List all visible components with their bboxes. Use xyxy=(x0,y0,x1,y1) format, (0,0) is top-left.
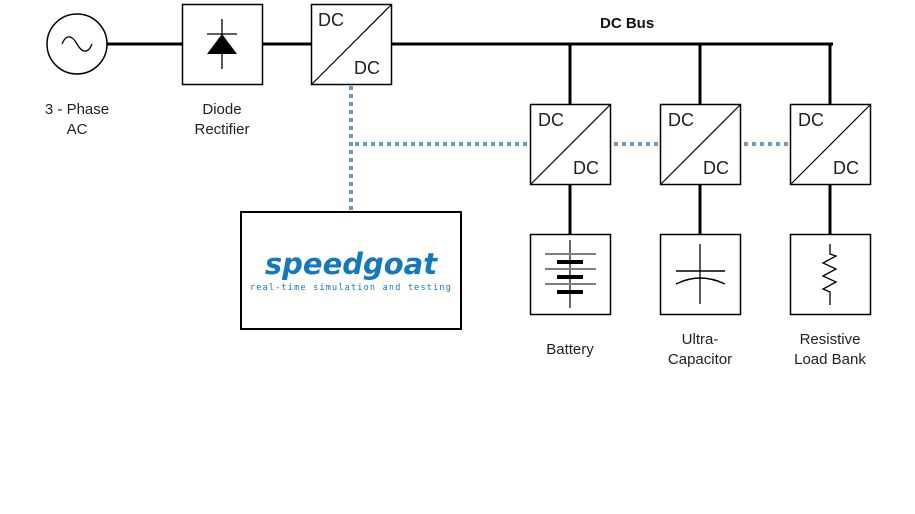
capacitor-converter-box xyxy=(659,103,742,186)
ac-source-label-line2: AC xyxy=(66,121,88,138)
capacitor-converter-output-label: DC xyxy=(703,158,729,178)
battery-label-line1: Battery xyxy=(546,341,594,358)
capacitor-label-line1: Ultra- xyxy=(681,331,719,348)
resistor-label-line1: Resistive xyxy=(799,331,861,348)
capacitor-converter-input-label: DC xyxy=(668,110,694,130)
main-converter-box xyxy=(310,3,393,86)
battery-converter-output-label: DC xyxy=(573,158,599,178)
resistor-icon xyxy=(789,233,872,316)
battery-label: Battery xyxy=(520,340,620,360)
battery-converter-box xyxy=(529,103,612,186)
capacitor-label: Ultra- Capacitor xyxy=(650,330,750,370)
battery-icon xyxy=(529,233,612,316)
resistor-converter-box xyxy=(789,103,872,186)
rectifier-label-line1: Diode xyxy=(202,101,242,118)
dc-bus-label: DC Bus xyxy=(600,15,655,32)
speedgoat-controller: speedgoat real-time simulation and testi… xyxy=(240,211,462,330)
ac-source-label: 3 - Phase AC xyxy=(27,100,127,140)
resistor-converter-input-label: DC xyxy=(798,110,824,130)
capacitor-label-line2: Capacitor xyxy=(667,351,733,368)
capacitor-icon xyxy=(659,233,742,316)
resistor-label-line2: Load Bank xyxy=(794,351,866,368)
main-converter-input-label: DC xyxy=(318,10,344,30)
diode-icon xyxy=(181,3,264,86)
rectifier-label: Diode Rectifier xyxy=(172,100,272,140)
ac-source-icon xyxy=(46,13,108,75)
speedgoat-logo: speedgoat xyxy=(264,247,438,281)
battery-converter-input-label: DC xyxy=(538,110,564,130)
rectifier-label-line2: Rectifier xyxy=(194,121,250,138)
main-converter-output-label: DC xyxy=(354,58,380,78)
resistor-label: Resistive Load Bank xyxy=(780,330,880,370)
resistor-converter-output-label: DC xyxy=(833,158,859,178)
ac-source-label-line1: 3 - Phase xyxy=(44,101,110,118)
speedgoat-tagline: real-time simulation and testing xyxy=(249,283,453,293)
